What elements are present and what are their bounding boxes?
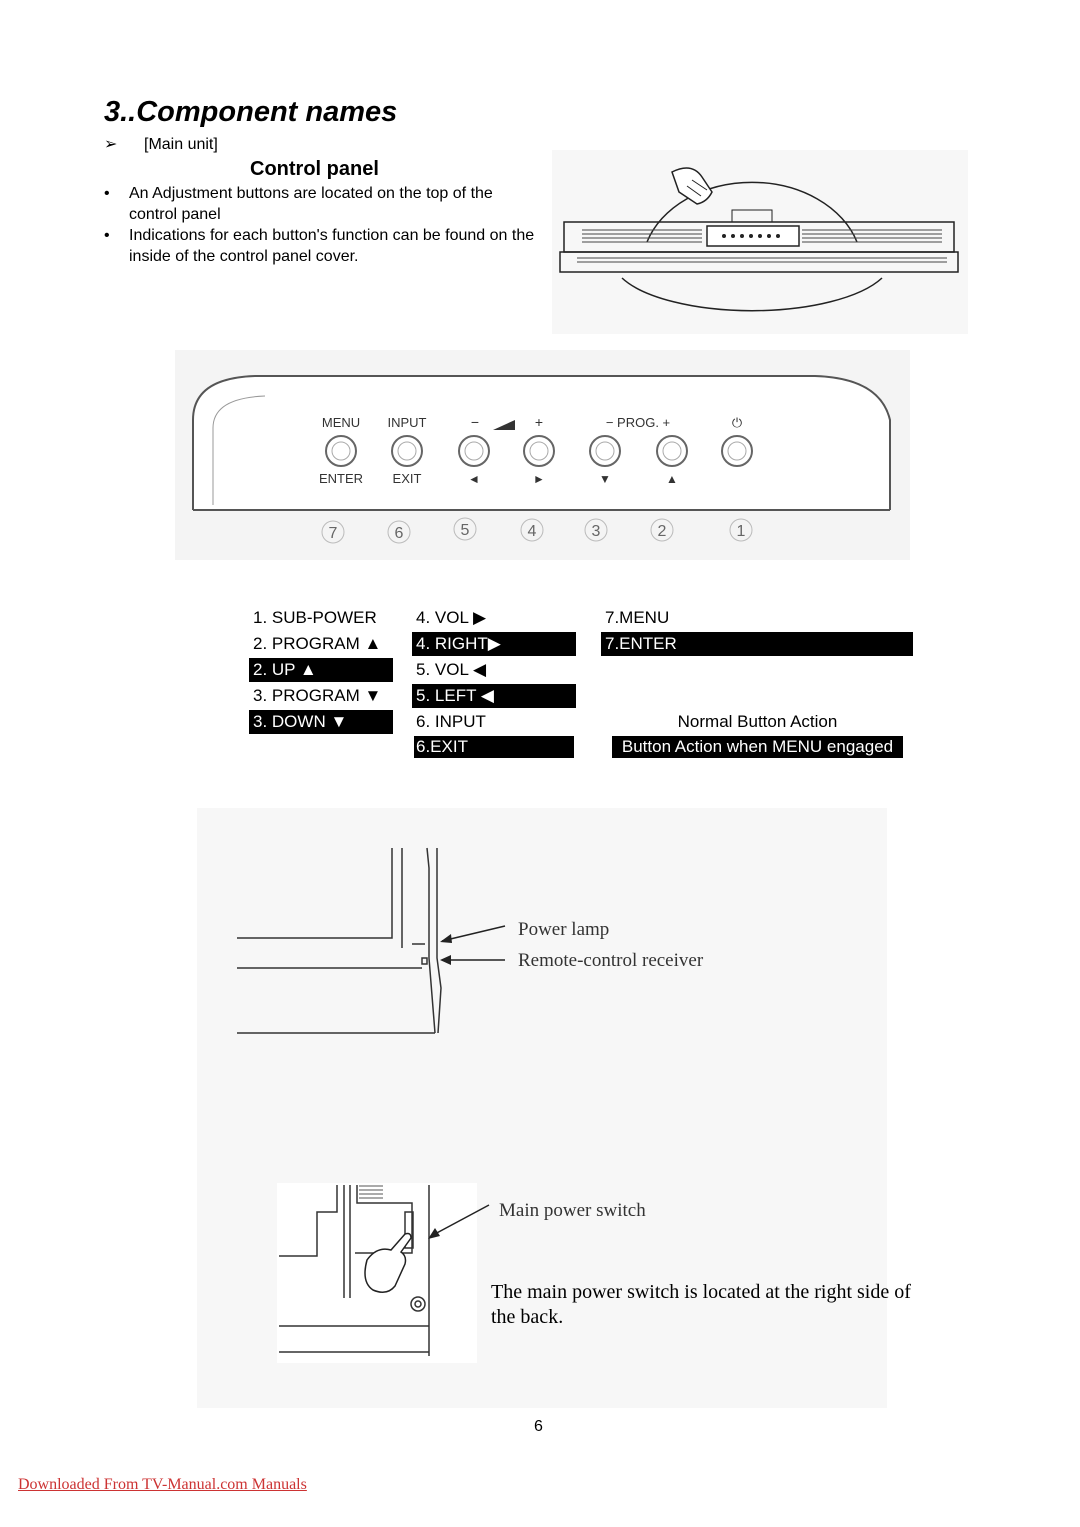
left-cell: 5. LEFT ◀ — [412, 684, 576, 708]
right-arrow-icon: ► — [533, 472, 545, 486]
control-panel-bullets: An Adjustment buttons are located on the… — [104, 183, 544, 267]
input-exit-button — [391, 435, 423, 467]
number-3: 3 — [592, 523, 601, 540]
legend-menu-engaged: Button Action when MENU engaged — [612, 736, 903, 758]
power-switch-caption: The main power switch is located at the … — [491, 1281, 911, 1328]
input-cell: 6. INPUT — [416, 712, 486, 731]
input-label: INPUT — [388, 415, 427, 430]
menu-label: MENU — [322, 415, 360, 430]
enter-label: ENTER — [319, 471, 363, 486]
number-2: 2 — [658, 523, 667, 540]
number-4: 4 — [528, 523, 537, 540]
vol-minus-label: − — [471, 414, 479, 430]
remote-receiver-arrow-icon — [440, 955, 451, 965]
vol-right-cell: 4. VOL ▶ — [416, 608, 487, 627]
enter-cell: 7.ENTER — [601, 632, 913, 656]
vol-down-button — [458, 435, 490, 467]
remote-receiver-label: Remote-control receiver — [518, 950, 704, 971]
exit-cell: 6.EXIT — [414, 736, 574, 758]
up-arrow-icon: ▲ — [666, 472, 678, 486]
footer-download-link[interactable]: Downloaded From TV-Manual.com Manuals — [18, 1476, 307, 1493]
side-back-illustration: Power lamp Remote-control receiver Main … — [197, 808, 887, 1408]
tv-top-view-illustration — [552, 150, 968, 334]
sub-power-cell: 1. SUB-POWER — [253, 608, 377, 627]
main-unit-label: ➢ [Main unit] — [104, 134, 218, 154]
power-lamp-arrow-icon — [440, 934, 452, 943]
menu-enter-button — [325, 435, 357, 467]
prog-down-button — [589, 435, 621, 467]
section-title: 3..Component names — [104, 96, 398, 128]
page-number: 6 — [534, 1418, 543, 1435]
power-lamp-label: Power lamp — [518, 919, 609, 940]
exit-label: EXIT — [393, 471, 422, 486]
volume-ramp-icon — [493, 420, 515, 430]
arrow-bullet-icon: ➢ — [104, 136, 118, 153]
right-cell: 4. RIGHT▶ — [412, 632, 576, 656]
prog-label: − PROG. + — [606, 415, 670, 430]
control-panel-diagram: MENU INPUT − + − PROG. + ⏻ ENTER EXIT ◄ … — [175, 350, 910, 560]
bullet-item: Indications for each button's function c… — [104, 225, 544, 267]
number-7: 7 — [329, 525, 338, 542]
up-cell: 2. UP ▲ — [249, 658, 393, 682]
bullet-item: An Adjustment buttons are located on the… — [104, 183, 544, 225]
program-down-cell: 3. PROGRAM ▼ — [253, 686, 382, 705]
left-arrow-icon: ◄ — [468, 472, 480, 486]
main-power-switch-label: Main power switch — [499, 1200, 646, 1221]
hand-pointer-icon — [364, 1232, 412, 1293]
menu-cell: 7.MENU — [605, 608, 670, 627]
vol-up-button — [523, 435, 555, 467]
program-up-cell: 2. PROGRAM ▲ — [253, 634, 382, 653]
main-unit-text: [Main unit] — [144, 136, 218, 153]
power-symbol-icon: ⏻ — [732, 415, 742, 430]
vol-plus-label: + — [535, 414, 543, 430]
vol-left-cell: 5. VOL ◀ — [416, 660, 487, 679]
control-panel-heading: Control panel — [250, 158, 379, 180]
down-cell: 3. DOWN ▼ — [249, 710, 393, 734]
number-6: 6 — [395, 525, 404, 542]
legend-normal: Normal Button Action — [677, 712, 838, 731]
down-arrow-icon: ▼ — [599, 472, 611, 486]
number-5: 5 — [461, 522, 470, 539]
number-1: 1 — [737, 523, 746, 540]
sub-power-button — [721, 435, 753, 467]
prog-up-button — [656, 435, 688, 467]
main-power-switch-arrow-icon — [428, 1228, 440, 1239]
